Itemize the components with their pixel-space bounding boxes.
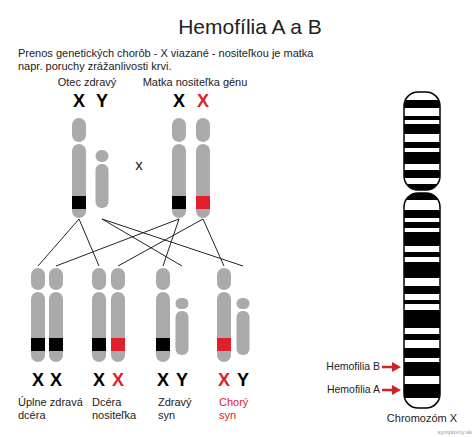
chromosome-letter: X: [46, 370, 66, 390]
gene-band: [111, 338, 125, 351]
chromosome-arm: [49, 268, 63, 290]
inheritance-line: [79, 219, 99, 266]
chromosome-arm: [172, 118, 186, 142]
chromosome-band: [404, 348, 440, 358]
inheritance-line: [118, 219, 203, 266]
diagram-title: Hemofília A a B: [100, 15, 400, 39]
gene-band: [49, 338, 63, 351]
chromosome-arm: [96, 150, 109, 162]
inheritance-line: [203, 219, 224, 266]
gene-band: [172, 196, 186, 209]
gene-label: Hemofilia B: [310, 360, 380, 373]
chromosome-letter: X: [169, 91, 189, 111]
child-caption: Dcéra nositeľka: [92, 396, 154, 422]
chromosome-letter: Y: [172, 370, 192, 390]
chromosome-band: [404, 252, 440, 257]
chromosome-band: [404, 222, 440, 228]
chromosome-arm: [31, 268, 45, 290]
chromosome-letter: X: [28, 370, 48, 390]
arrow-head: [392, 362, 401, 372]
chromosome-band: [404, 210, 440, 218]
gene-band: [92, 338, 106, 351]
chromosome-arm: [176, 298, 189, 309]
chromosome-arm: [31, 292, 45, 362]
chromosome-band: [404, 152, 440, 164]
chromosome-arm: [111, 292, 125, 362]
chromosome-band: [404, 116, 440, 120]
gene-band: [72, 196, 86, 209]
chromosome-band: [404, 286, 440, 294]
chromosome-arm: [156, 268, 170, 290]
gene-label: Hemofilia A: [310, 383, 380, 396]
chromosome-arm: [72, 144, 86, 218]
chromosome-outline: [404, 193, 440, 408]
chromosome-arm: [92, 292, 106, 362]
chromosome-band: [404, 300, 440, 304]
chromosome-arm: [156, 292, 170, 362]
chromosome-letter: Y: [233, 370, 253, 390]
gene-band: [196, 196, 210, 209]
arrow-head: [392, 385, 401, 395]
chromosome-arm: [92, 268, 106, 290]
chromosome-band: [404, 232, 440, 246]
chromosome-fill: [404, 92, 440, 408]
chromosome-letter: X: [69, 91, 89, 111]
chromosome-letter: X: [214, 370, 234, 390]
parent-group: Matka nositeľka génuXX: [140, 76, 255, 219]
chromosome-arm: [217, 292, 231, 362]
chromosome-outline: [404, 92, 440, 190]
child-group: XXDcéra nositeľka: [76, 266, 140, 434]
chromosome-bands: [404, 92, 440, 408]
child-group: XY Zdravý syn: [141, 266, 205, 434]
chromosome-band: [404, 170, 440, 178]
inheritance-line: [56, 219, 179, 266]
chromosome-band: [404, 124, 440, 134]
chromosome-letter: X: [153, 370, 173, 390]
child-caption: Úplne zdravá dcéra: [18, 396, 93, 422]
cross-symbol: x: [132, 157, 146, 173]
chromosome-arm: [196, 118, 210, 142]
gene-band: [156, 338, 170, 351]
chromosome-arm: [217, 268, 231, 290]
chromosome-arm: [176, 311, 189, 355]
parent-group: Otec zdravýXY: [55, 76, 120, 219]
chromosome-letter: Y: [92, 91, 112, 111]
parent-caption: Matka nositeľka génu: [133, 76, 257, 89]
chromosome-arm: [172, 144, 186, 218]
chromosome-arm: [49, 292, 63, 362]
chromosome-arm: [96, 164, 109, 208]
parent-caption: Otec zdravý: [47, 76, 127, 89]
gene-band: [217, 338, 231, 351]
chromosome-arm: [111, 268, 125, 290]
gene-band: [31, 338, 45, 351]
chromosome-band: [404, 362, 440, 376]
subtitle-note: Prenos genetických chorôb - X viazané - …: [18, 47, 336, 73]
chromosome-band: [404, 100, 440, 108]
chromosome-letter: X: [108, 370, 128, 390]
inheritance-line: [38, 219, 79, 266]
child-group: XXÚplne zdravá dcéra: [13, 266, 77, 434]
watermark: symptomy.sk: [410, 428, 472, 436]
chromosome-letter: X: [193, 91, 213, 111]
inheritance-line: [163, 219, 179, 266]
inheritance-line: [102, 219, 182, 266]
child-caption: Chorý syn: [219, 396, 264, 422]
chromosome-band: [404, 310, 440, 328]
chromosome-arm: [72, 118, 86, 142]
chromosome-band: [404, 262, 440, 278]
chromosome-x: Chromozóm X: [388, 88, 458, 426]
chromosome-arm: [237, 311, 250, 355]
child-group: XY Chorý syn: [201, 266, 265, 434]
parent-caption: Chromozóm X: [380, 412, 464, 425]
chromosome-band: [404, 334, 440, 340]
chromosome-letter: X: [89, 370, 109, 390]
inheritance-line: [102, 219, 243, 266]
chromosome-arm: [237, 298, 250, 309]
chromosome-band: [404, 142, 440, 148]
child-caption: Zdravý syn: [158, 396, 203, 422]
chromosome-band: [404, 384, 440, 398]
chromosome-arm: [196, 144, 210, 218]
